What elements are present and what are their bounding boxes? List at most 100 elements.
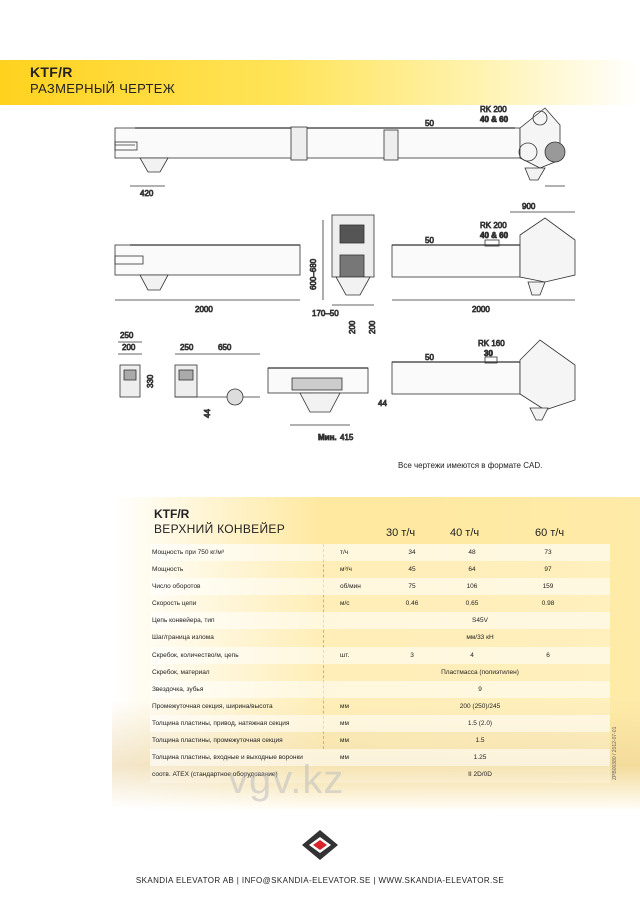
row-unit: мм bbox=[340, 719, 349, 727]
row-value-all: мм/33 кН bbox=[466, 634, 494, 642]
row-label: Число оборотов bbox=[152, 583, 201, 591]
table-row: соотв. ATEX (стандартное оборудование) I… bbox=[150, 766, 610, 784]
row-value-all: 1.5 bbox=[475, 737, 485, 745]
table-row: Мощность при 750 кг/м³ т/ч 34 48 73 bbox=[150, 544, 610, 562]
column-header-30: 30 т/ч bbox=[386, 527, 416, 539]
row-value-40: 0.65 bbox=[465, 600, 479, 608]
row-label: Скорость цепи bbox=[152, 600, 197, 608]
rk-label-top: RK 200 bbox=[480, 105, 507, 114]
rk-label-br: RK 160 bbox=[478, 339, 505, 348]
dim-b-center: 200 bbox=[368, 320, 377, 334]
row-value-all: S45V bbox=[472, 617, 488, 625]
row-value-all: 9 bbox=[478, 685, 482, 693]
row-value-30: 45 bbox=[408, 566, 416, 574]
row-label: Шаг/граница излома bbox=[152, 634, 214, 642]
dim-330: 330 bbox=[146, 374, 155, 388]
row-unit: м/с bbox=[340, 600, 350, 608]
drawing-bottom-left: 250 200 330 250 650 44 bbox=[118, 331, 260, 418]
row-value-all: 200 (250)/245 bbox=[459, 702, 501, 710]
spec-table: Мощность при 750 кг/м³ т/ч 34 48 73 Мощн… bbox=[150, 544, 610, 784]
table-title: KTF/R bbox=[154, 507, 190, 521]
dim-width-center: 170–50 bbox=[312, 309, 339, 318]
row-unit: м³/ч bbox=[340, 566, 352, 574]
dim-250b: 250 bbox=[180, 343, 194, 352]
row-value-60: 159 bbox=[542, 583, 554, 591]
row-label: Мощность при 750 кг/м³ bbox=[152, 549, 224, 556]
row-value-30: 75 bbox=[408, 583, 416, 591]
drawing-middle-right: 900 50 RK 200 40 & 60 2000 bbox=[391, 202, 576, 314]
column-header-40: 40 т/ч bbox=[450, 527, 480, 539]
dim-top-br: 50 bbox=[425, 353, 434, 362]
drawing-middle-left: 2000 bbox=[114, 244, 301, 314]
dim-top-50: 50 bbox=[425, 119, 434, 128]
row-value-all: Пластмасса (полиэтилен) bbox=[441, 668, 519, 676]
row-label: Звездочка, зубья bbox=[152, 685, 204, 693]
table-row: Шаг/граница излома мм/33 кН bbox=[150, 629, 610, 647]
unit-column-separator bbox=[323, 544, 324, 749]
table-row: Звездочка, зубья 9 bbox=[150, 680, 610, 698]
table-row: Цепь конвейера, тип S45V bbox=[150, 612, 610, 630]
drawing-bottom-right: 50 RK 160 30 bbox=[391, 339, 576, 421]
row-value-60: 97 bbox=[544, 566, 552, 574]
footer-contact: SKANDIA ELEVATOR AB | INFO@SKANDIA-ELEVA… bbox=[135, 876, 505, 885]
row-value-60: 6 bbox=[546, 651, 550, 659]
page-title: KTF/R bbox=[30, 64, 73, 80]
table-row: Число оборотов об/мин 75 106 159 bbox=[150, 578, 610, 596]
row-value-40: 106 bbox=[466, 583, 478, 591]
cad-note: Все чертежи имеются в формате CAD. bbox=[398, 461, 543, 470]
min-value: 415 bbox=[340, 433, 354, 442]
row-label: Промежуточная секция, ширина/высота bbox=[152, 702, 273, 710]
dim-44-center: 44 bbox=[378, 399, 387, 408]
row-unit: мм bbox=[340, 737, 349, 745]
dim-a-center: 200 bbox=[348, 320, 357, 334]
dim-200: 200 bbox=[122, 343, 136, 352]
dim-height-center: 600–680 bbox=[309, 258, 318, 290]
row-label: Толщина пластины, промежуточная секция bbox=[152, 737, 283, 745]
dim-44-left: 44 bbox=[203, 409, 212, 418]
row-unit: шт. bbox=[340, 651, 350, 659]
rk-sizes-right: 40 & 60 bbox=[480, 231, 509, 240]
rk-size-br: 30 bbox=[484, 349, 493, 358]
skandia-logo-icon bbox=[302, 830, 338, 860]
row-label: Толщина пластины, привод, натяжная секци… bbox=[152, 719, 290, 727]
rk-sizes-top: 40 & 60 bbox=[480, 115, 509, 124]
page-subtitle: РАЗМЕРНЫЙ ЧЕРТЕЖ bbox=[30, 81, 176, 96]
row-value-60: 0.98 bbox=[541, 600, 555, 608]
row-value-all: 1.25 bbox=[473, 754, 487, 762]
table-subtitle: ВЕРХНИЙ КОНВЕЙЕР bbox=[154, 522, 286, 536]
row-unit: мм bbox=[340, 754, 349, 762]
table-row: Толщина пластины, промежуточная секция м… bbox=[150, 732, 610, 750]
dim-length-left: 2000 bbox=[195, 305, 213, 314]
table-row: Скорость цепи м/с 0.46 0.65 0.98 bbox=[150, 595, 610, 613]
row-unit: об/мин bbox=[340, 583, 361, 591]
rk-label-right: RK 200 bbox=[480, 221, 507, 230]
drawing-middle-center: 600–680 170–50 200 200 bbox=[309, 214, 377, 334]
dim-top-right: 50 bbox=[425, 236, 434, 245]
drawing-bottom-center: Мин. 415 44 bbox=[267, 367, 388, 442]
dim-250: 250 bbox=[120, 331, 134, 340]
row-unit: т/ч bbox=[340, 549, 349, 556]
row-label: соотв. ATEX (стандартное оборудование) bbox=[152, 771, 278, 779]
dim-length-right: 2000 bbox=[472, 305, 490, 314]
row-value-30: 0.46 bbox=[405, 600, 419, 608]
row-value-30: 3 bbox=[410, 651, 414, 659]
row-value-40: 48 bbox=[468, 549, 476, 556]
row-value-40: 4 bbox=[470, 651, 474, 659]
table-row: Скребок, количество/м, цепь шт. 3 4 6 bbox=[150, 646, 610, 664]
document-code: ZPB00380 / 2012-07-01 bbox=[612, 726, 618, 780]
table-row: Толщина пластины, входные и выходные вор… bbox=[150, 749, 610, 767]
dim-650: 650 bbox=[218, 343, 232, 352]
row-value-all: 1.5 (2.0) bbox=[467, 719, 493, 727]
row-value-all: II 2D/0D bbox=[468, 771, 492, 779]
dim-inlet: 420 bbox=[140, 189, 154, 198]
drawing-top-view: 420 50 RK 200 40 & 60 bbox=[114, 105, 566, 198]
header-band bbox=[0, 60, 640, 105]
row-value-40: 64 bbox=[468, 566, 476, 574]
column-header-60: 60 т/ч bbox=[535, 527, 565, 539]
row-label: Цепь конвейера, тип bbox=[152, 617, 215, 625]
table-row: Скребок, материал Пластмасса (полиэтилен… bbox=[150, 663, 610, 681]
watermark: vgv.kz bbox=[228, 758, 345, 802]
row-label: Скребок, количество/м, цепь bbox=[152, 651, 239, 659]
dim-width-right: 900 bbox=[522, 202, 536, 211]
table-row: Промежуточная секция, ширина/высота мм 2… bbox=[150, 697, 610, 715]
